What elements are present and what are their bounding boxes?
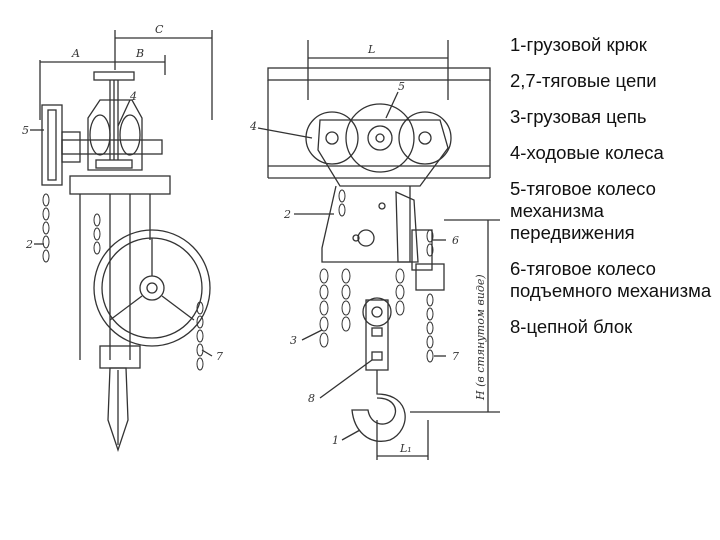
dim-label-h: H (в стянутом виде) — [474, 274, 487, 401]
part-number-8-front: 8 — [308, 392, 315, 405]
legend-item: 6-тяговое колесо подъемного механизма — [510, 258, 712, 301]
part-number-2-side: 2 — [25, 238, 33, 251]
dim-label-b: B — [135, 47, 144, 60]
part-number-5-front: 5 — [398, 80, 405, 93]
legend-item: 1-грузовой крюк — [510, 34, 647, 55]
legend-item: 5-тяговое колесо механизма передвижения — [510, 178, 656, 243]
legend-item: 4-ходовые колеса — [510, 142, 664, 163]
part-number-4-front: 4 — [249, 120, 257, 133]
front-view — [257, 40, 500, 460]
part-number-6-front: 6 — [452, 234, 459, 247]
part-number-4-side: 4 — [129, 90, 137, 103]
dim-label-c: C — [155, 23, 164, 36]
side-view — [30, 30, 213, 453]
parts-legend: 1-грузовой крюк 2,7-тяговые цепи 3-грузо… — [510, 34, 715, 352]
legend-item: 2,7-тяговые цепи — [510, 70, 657, 91]
hoist-technical-drawing: A B C L L₁ 5 4 2 7 5 4 2 6 3 7 8 1 H (в … — [22, 23, 500, 460]
part-number-7-side: 7 — [216, 350, 223, 363]
part-number-5-side: 5 — [22, 124, 29, 137]
dim-label-l1: L₁ — [399, 442, 412, 455]
part-number-7-front: 7 — [452, 350, 459, 363]
part-number-1-front: 1 — [332, 434, 339, 447]
part-number-2-front: 2 — [283, 208, 291, 221]
dim-label-l: L — [367, 43, 375, 56]
part-number-3-front: 3 — [290, 334, 297, 347]
drawing-labels: A B C L L₁ 5 4 2 7 5 4 2 6 3 7 8 1 H (в … — [22, 23, 487, 455]
legend-item: 8-цепной блок — [510, 316, 633, 337]
dim-label-a: A — [71, 47, 80, 60]
legend-item: 3-грузовая цепь — [510, 106, 647, 127]
